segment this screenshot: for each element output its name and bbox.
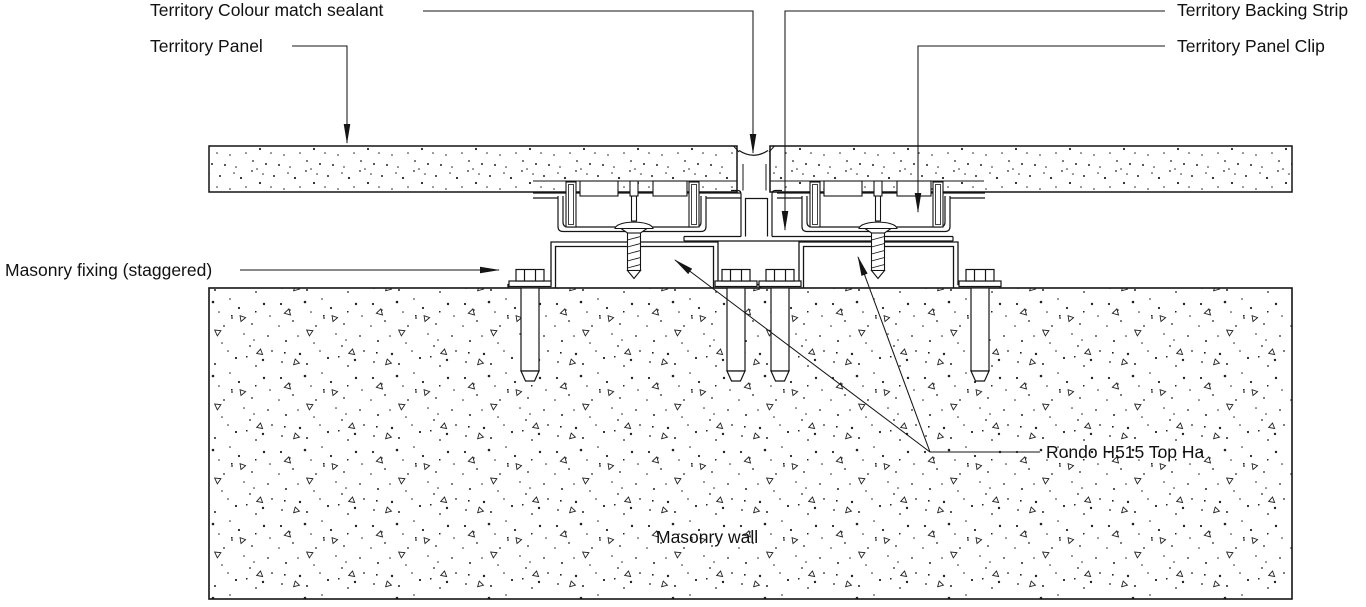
label-backing-strip: Territory Backing Strip <box>1177 0 1348 20</box>
label-colour-match-sealant: Territory Colour match sealant <box>150 0 384 20</box>
backing-strip <box>683 189 954 242</box>
label-territory-panel: Territory Panel <box>150 36 263 56</box>
panel-joint-sealant <box>733 145 775 191</box>
clip-screw-right <box>858 195 898 280</box>
leader-sealant <box>423 10 757 154</box>
label-panel-clip: Territory Panel Clip <box>1177 36 1325 56</box>
labels: Territory Colour match sealant Territory… <box>5 0 1348 547</box>
label-masonry-wall: Masonry wall <box>656 527 758 547</box>
leader-top-hat-b <box>857 256 931 453</box>
leader-backing-strip <box>781 10 1165 231</box>
leader-panel-clip <box>914 45 1165 213</box>
masonry-fixing-bolts <box>508 268 1002 288</box>
clip-screw-left <box>614 195 654 280</box>
leader-panel <box>292 45 351 144</box>
masonry-wall <box>208 287 1293 600</box>
label-top-hat: Rondo H515 Top Ha <box>1046 442 1205 462</box>
territory-panel-left <box>208 145 738 193</box>
leader-lines <box>240 10 1165 453</box>
label-masonry-fixing: Masonry fixing (staggered) <box>5 260 212 280</box>
